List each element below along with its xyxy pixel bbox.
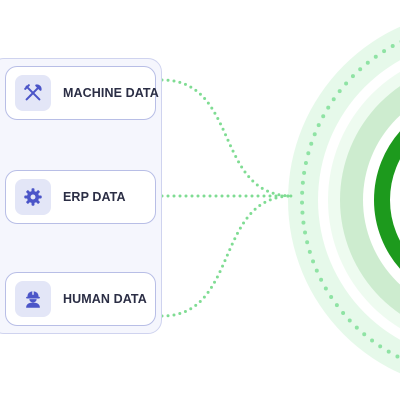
hub-core	[394, 168, 400, 232]
hub-white-band	[318, 60, 400, 340]
source-label-erp-data: ERP DATA	[63, 190, 126, 204]
hub-accent-ring	[374, 131, 400, 269]
icon-tile-human	[15, 281, 51, 317]
hub-outer-dotted-ring	[300, 40, 400, 360]
source-card-erp-data[interactable]: ERP DATA	[5, 170, 156, 224]
source-card-human-data[interactable]: HUMAN DATA	[5, 272, 156, 326]
hub-gap-ring	[363, 115, 400, 285]
gear-icon	[24, 188, 42, 206]
source-label-human-data: HUMAN DATA	[63, 292, 147, 306]
icon-tile-machine	[15, 75, 51, 111]
connector-human-data	[160, 194, 294, 318]
hub-inner-glow	[328, 71, 400, 329]
source-card-machine-data[interactable]: MACHINE DATA	[5, 66, 159, 120]
worker-helmet-icon	[26, 291, 40, 308]
hub-outer-glow	[288, 26, 400, 374]
hub-mid-ring	[340, 86, 400, 314]
icon-tile-erp	[15, 179, 51, 215]
connector-machine-data	[160, 78, 294, 198]
wrench-screwdriver-icon	[24, 84, 42, 101]
source-label-machine-data: MACHINE DATA	[63, 86, 159, 100]
